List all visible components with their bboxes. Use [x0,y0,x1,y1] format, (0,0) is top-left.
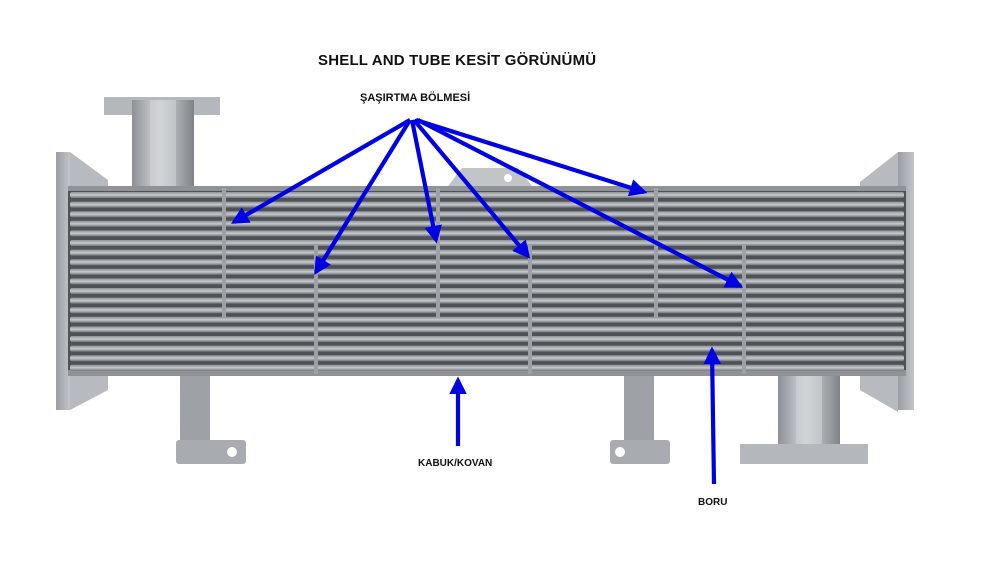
support-saddle-left [176,376,246,464]
baffle-arrow-4 [412,118,531,259]
tube-arrow [703,346,722,485]
annotation-arrows [230,117,744,485]
baffle-arrow-1 [230,118,412,224]
tube-row [70,307,904,314]
baffle-plate [654,188,658,318]
tube-row [70,220,904,227]
baffle-arrow-3 [409,119,442,244]
baffle-plate [742,244,746,374]
shell-label: KABUK/KOVAN [418,458,493,469]
baffle-arrow-5 [415,117,648,197]
inlet-nozzle [104,97,220,190]
tube-row [70,355,904,362]
tube-label: BORU [698,497,728,508]
baffle-plate [528,244,532,374]
outlet-nozzle [740,368,868,464]
tube-row [70,249,904,256]
baffle-arrow-2 [314,118,412,276]
page-title: SHELL AND TUBE KESİT GÖRÜNÜMÜ [318,52,597,69]
tube-row [70,345,904,352]
baffle-arrow-6 [417,118,744,288]
tube-row [70,336,904,342]
tube-row [70,316,904,323]
tube-row [70,230,904,237]
baffle-plate [222,188,226,318]
baffle-plates [222,188,746,374]
baffle-plate [436,188,440,318]
support-saddle-right [610,376,670,464]
tube-row [70,268,904,275]
tube-row [70,364,904,371]
baffle-label: ŞAŞIRTMA BÖLMESİ [360,92,471,104]
tube-row [70,326,904,333]
tube-row [70,192,904,198]
tube-row [70,240,904,246]
tube-row [70,211,904,218]
tube-row [70,297,904,304]
tube-row [70,288,904,294]
baffle-plate [314,244,318,374]
tube-row [70,259,904,266]
tube-row [70,278,904,285]
